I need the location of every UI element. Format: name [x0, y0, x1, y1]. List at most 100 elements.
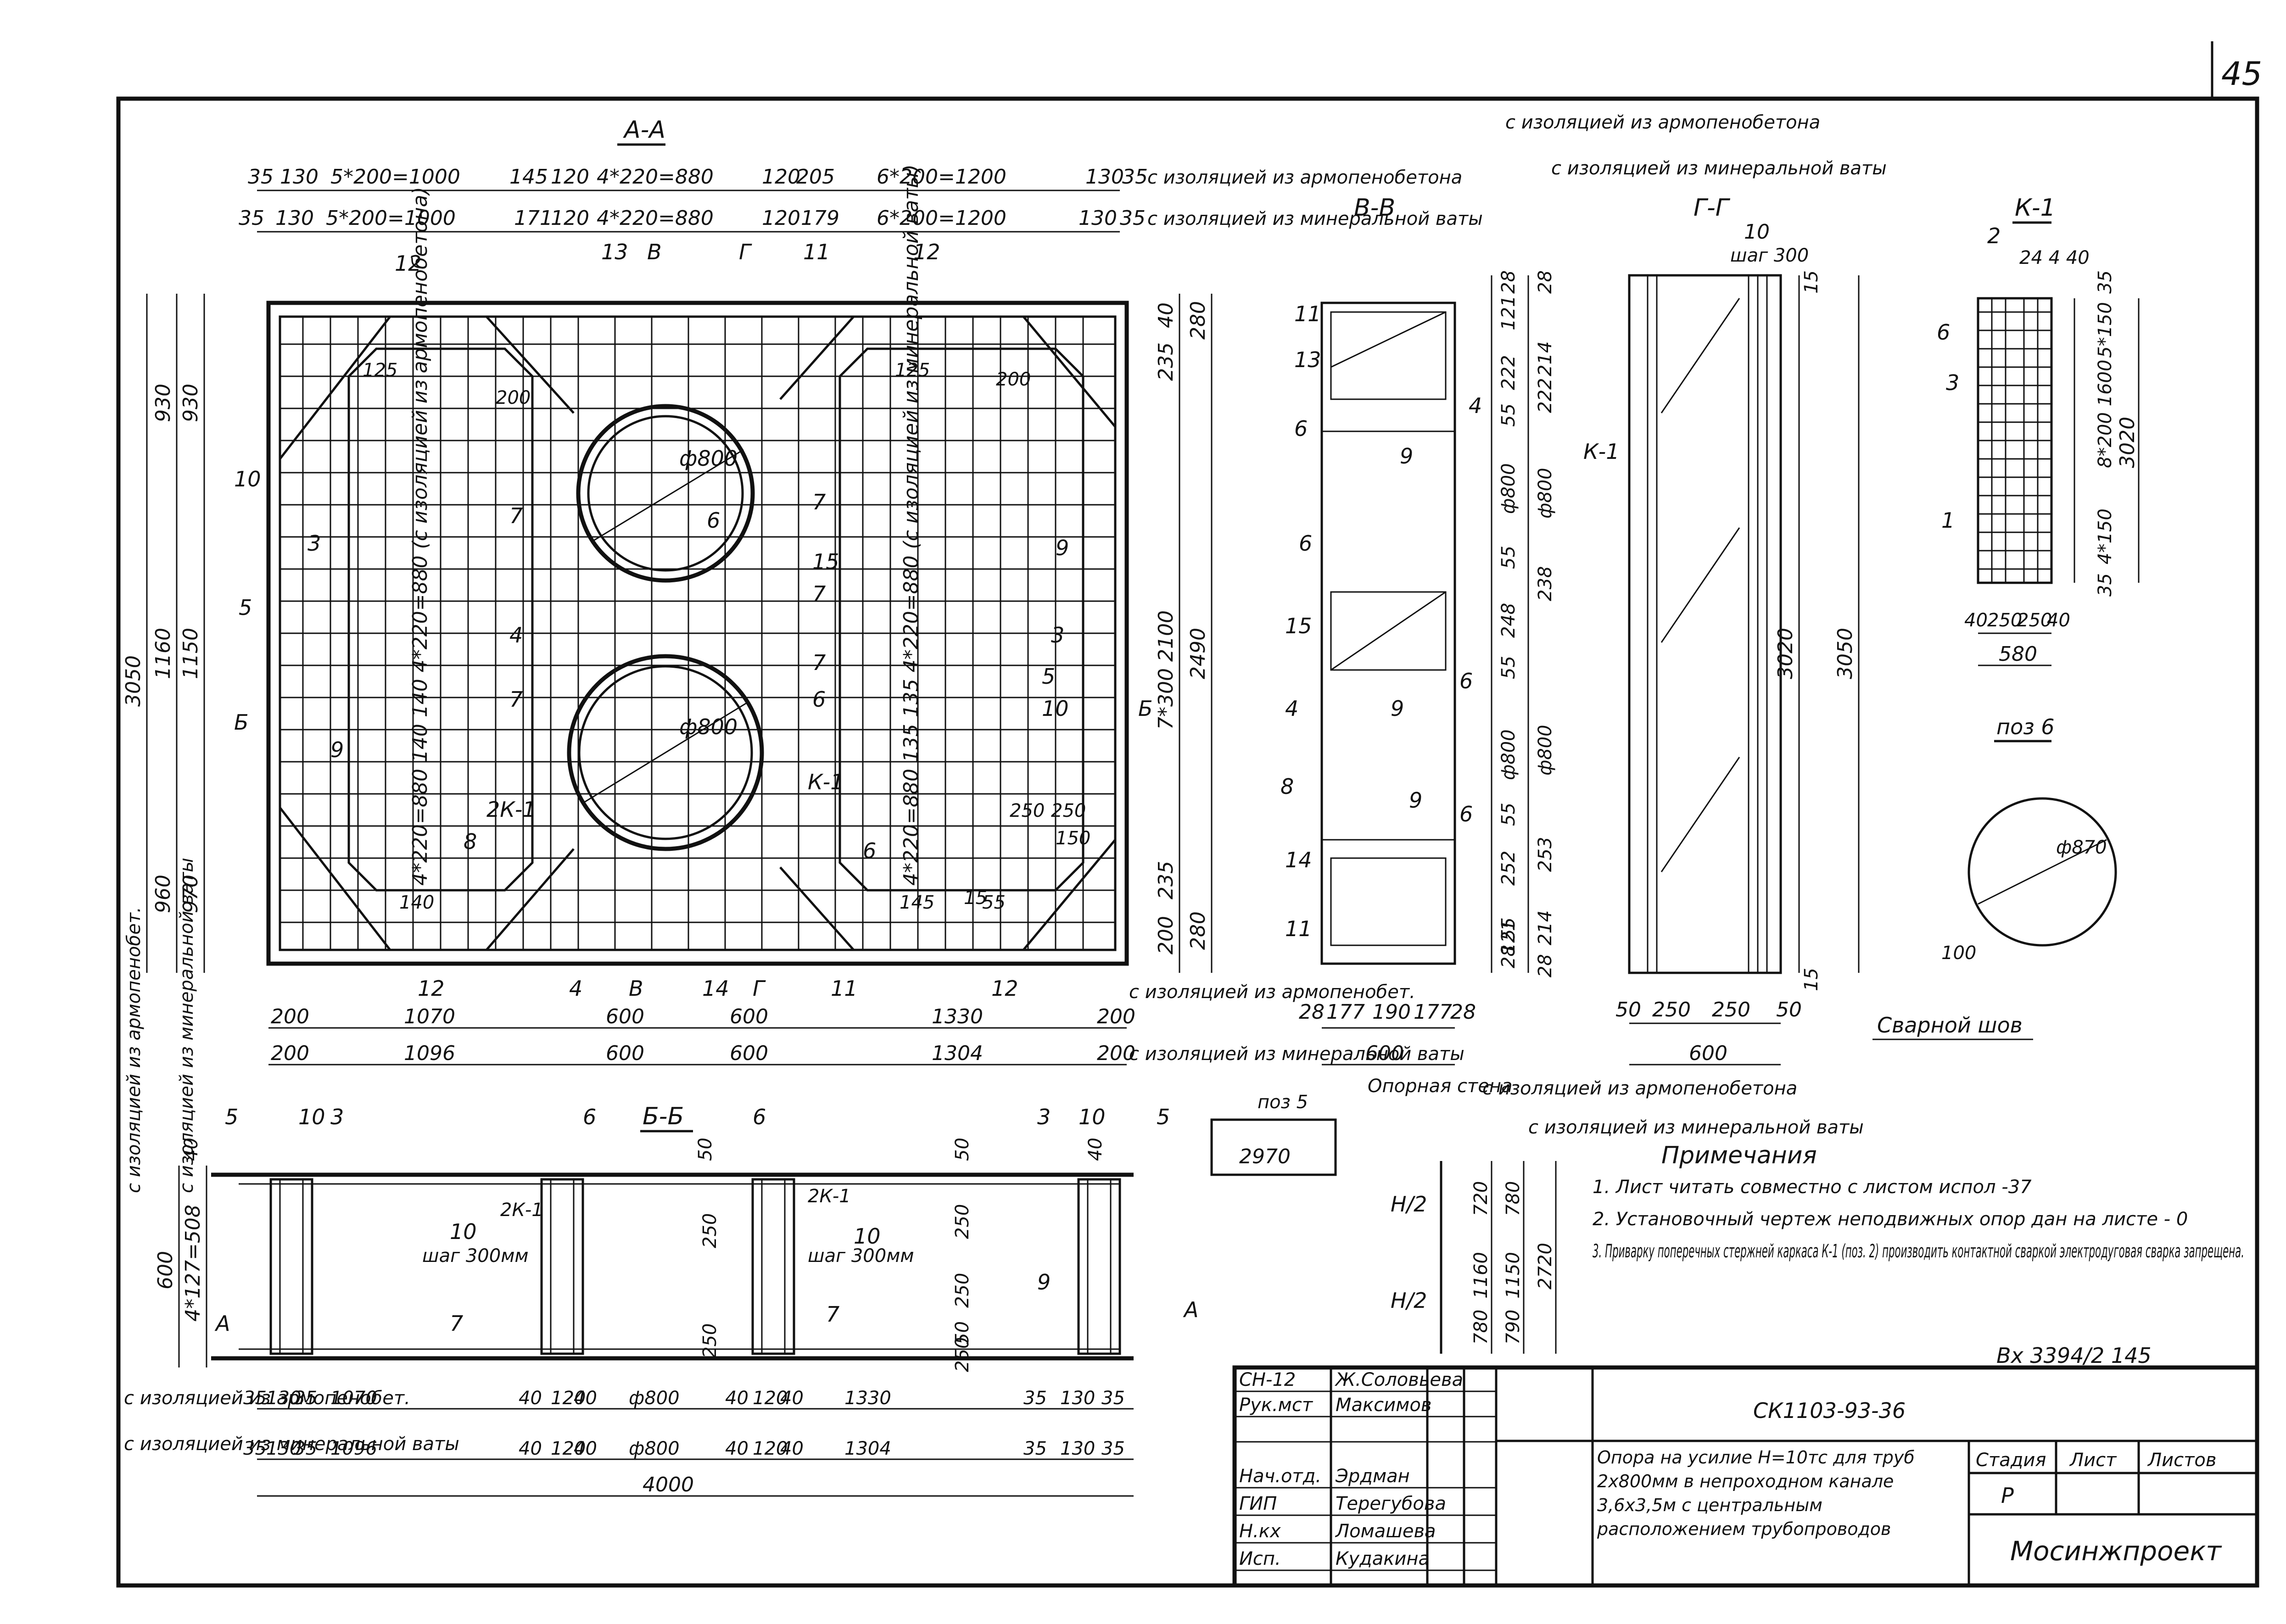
- bb-mid-right: 50: [952, 1321, 973, 1345]
- bb-bottom-dim: 40: [780, 1388, 804, 1409]
- tb-role: Исп.: [1239, 1548, 1281, 1569]
- aa-mark: 7: [509, 503, 523, 528]
- gg-right-dim: 253: [1535, 837, 1556, 872]
- k1-right-dim: 5*150: [2095, 302, 2116, 358]
- aa-bottom-dim: 1304: [932, 1042, 983, 1065]
- bb-top-mark: 6: [753, 1105, 766, 1129]
- vv-bottom-dim: 177: [1414, 1000, 1452, 1024]
- bb-top-mark: 10: [298, 1105, 325, 1129]
- aa-top-dim: 130: [1085, 165, 1124, 189]
- bb-mid-right: 10: [854, 1224, 881, 1249]
- bb-bottom-dim: 35: [243, 1388, 267, 1409]
- aa-mark: 3: [307, 531, 321, 556]
- aa-mark: 6: [812, 687, 826, 712]
- aa-top-dim: 5*200=1000: [326, 206, 456, 230]
- vv-right-dim: 28: [1498, 270, 1519, 294]
- bb-top-dim: 40: [181, 1138, 202, 1161]
- vv-bottom-dim: 28: [1299, 1000, 1325, 1024]
- vv-right-dim: 55: [1498, 803, 1519, 826]
- k1-bottom-dim: 40: [2047, 610, 2070, 631]
- aa-plan: ф800 ф800 4*220=880 140 140 4*220=880 (с…: [266, 164, 1129, 966]
- aa-top-dim: 35: [1120, 206, 1146, 230]
- tb-header: Лист: [2069, 1450, 2117, 1471]
- aa-mark: Б: [234, 710, 249, 735]
- aa-right-dimensions: 40 235 7*300 2100 235 200 280 2490 280: [1154, 294, 1213, 973]
- vv-mark: 6: [1294, 416, 1308, 441]
- vv-mark: 9: [1400, 444, 1413, 469]
- pipe-upper: [576, 404, 755, 583]
- aa-mark: 7: [509, 687, 523, 712]
- bb-bottom-dim: 35: [1101, 1388, 1125, 1409]
- aa-top-dim: 35: [1122, 165, 1148, 189]
- vv-right-dim: ф800: [1498, 463, 1519, 514]
- aa-right-dim: 235: [1154, 861, 1178, 899]
- vv-mark: 4: [1469, 393, 1482, 418]
- bb-bottom-dim: 40: [574, 1388, 597, 1409]
- aa-top-dim: 205: [796, 165, 835, 189]
- tb-role: ГИП: [1239, 1493, 1277, 1514]
- aa-bottom-dimensions: 200 1070 600 600 1330 200 200 1096 600 6…: [268, 982, 1464, 1066]
- left-vert-note: с изоляцией из армопенобет.: [123, 907, 145, 1193]
- bb-left-step: 4*127=508: [181, 1205, 205, 1322]
- aa-top-note: с изоляцией из минеральной ваты: [1147, 208, 1483, 229]
- aa-bottom-dim: 200: [1097, 1042, 1135, 1065]
- bb-bottom-dim: 120: [551, 1438, 586, 1459]
- vv-mark: 11: [1294, 301, 1321, 326]
- vv-section: 600 28 177 190 177 28: [1299, 301, 1476, 1066]
- gg-top-small: 15: [1801, 270, 1822, 294]
- vv-mark: 8: [1280, 774, 1294, 799]
- bb-mid: 7: [450, 1311, 463, 1336]
- k1-mark: 1: [1941, 508, 1955, 533]
- aa-right-dim: 40: [1154, 302, 1178, 328]
- aa-left-dim: 3050: [122, 655, 145, 707]
- bb-bottom-dim: ф800: [629, 1438, 680, 1459]
- aa-mark: 11: [803, 240, 830, 264]
- tb-name: Эрдман: [1335, 1466, 1410, 1487]
- aa-mark: 8: [464, 829, 477, 854]
- aa-mark: 6: [863, 838, 876, 863]
- bb-bottom-dim: 130: [266, 1438, 301, 1459]
- k1-right-dim: 4*150: [2095, 508, 2116, 564]
- bb-mid: 2К-1: [500, 1200, 543, 1221]
- gg-step: шаг 300: [1730, 245, 1809, 266]
- gg-bottom-dim: 250: [1712, 998, 1750, 1021]
- gg-section: 10 шаг 300 К-1 3020 3050 50 250 250 50 6…: [1583, 220, 1860, 1066]
- note-line: 3. Приварку поперечных стержней каркаса …: [1593, 1241, 2244, 1262]
- page-number: 45: [2221, 55, 2262, 93]
- aa-top-dim: 179: [801, 206, 839, 230]
- aa-top-dim: 6*200=1200: [877, 165, 1006, 189]
- aa-top-dim: 120: [762, 165, 800, 189]
- pos6-dia: ф870: [2056, 837, 2107, 858]
- sheet-frame: [116, 96, 2259, 1588]
- bb-mid-right: 7: [826, 1302, 839, 1327]
- vv-mark: 13: [1294, 347, 1321, 372]
- bb-section: 600 4*127=508: [154, 1166, 1134, 1367]
- k1-bottom-dim: 250: [2017, 610, 2052, 631]
- k1-right-dim: 35: [2095, 573, 2116, 597]
- bb-bottom-dim: 40: [725, 1388, 749, 1409]
- aa-mark: 12: [395, 251, 422, 276]
- tb-name: Кудакина: [1336, 1548, 1430, 1569]
- aa-mark: 14: [702, 976, 729, 1001]
- support-dim: 2720: [1535, 1243, 1556, 1289]
- bb-bottom-dim: 130: [1060, 1438, 1095, 1459]
- aa-left-dim: 930: [151, 384, 175, 422]
- aa-mark: 13: [601, 240, 628, 264]
- tb-role: Рук.мст: [1239, 1395, 1313, 1416]
- tb-header: Листов: [2147, 1450, 2216, 1471]
- vv-width: 600: [1365, 1042, 1404, 1065]
- gg-height: 3050: [1833, 628, 1857, 679]
- aa-mark: 4: [509, 623, 523, 647]
- bb-bottom-mark: А: [1183, 1297, 1198, 1322]
- aa-mark: 9: [1056, 536, 1069, 560]
- aa-top-dim: 35: [239, 206, 264, 230]
- bb-bottom-dim: 35: [1023, 1438, 1047, 1459]
- bb-mid-right: 2К-1: [808, 1186, 851, 1207]
- bb-mid: 10: [450, 1219, 477, 1244]
- aa-left-dim: 1150: [179, 628, 202, 679]
- aa-bottom-dim: 1070: [404, 1005, 455, 1028]
